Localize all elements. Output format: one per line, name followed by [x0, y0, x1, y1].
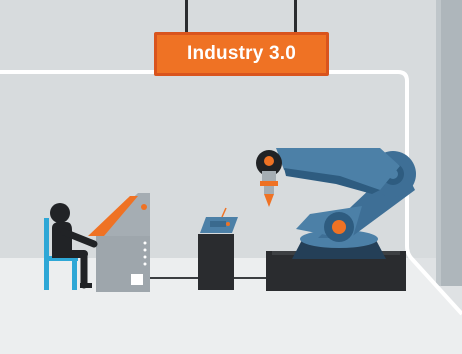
control-box: [198, 234, 234, 290]
control-antenna: [221, 207, 227, 218]
sign-hanger-left: [185, 0, 188, 34]
right-wall-edge: [436, 0, 441, 286]
chair-leg: [72, 256, 77, 290]
sign-hanger-right: [294, 0, 297, 34]
robot-shoulder-accent: [332, 220, 346, 234]
robot-upper-arm: [276, 148, 400, 190]
robot-upper-arm-shade: [284, 168, 380, 194]
robot-tool-tip: [264, 194, 274, 207]
console-dot: [143, 255, 147, 259]
chair-back: [44, 218, 49, 290]
operator-head: [50, 203, 70, 223]
console-dot: [143, 262, 147, 266]
control-led: [226, 222, 230, 226]
operator-arm: [60, 228, 98, 248]
robot-wrist-accent: [264, 156, 274, 166]
right-wall: [440, 0, 462, 286]
sign-label: Industry 3.0: [186, 43, 297, 64]
robot-tool-body: [262, 171, 276, 184]
console-indicator: [141, 204, 147, 210]
industry-sign: Industry 3.0: [154, 32, 329, 76]
robot-tool-neck: [264, 186, 274, 194]
operator-foot: [80, 283, 92, 288]
operator-console-desk: [88, 196, 138, 236]
console-square: [131, 274, 143, 285]
chair-seat: [44, 256, 78, 261]
control-screen-detail: [210, 221, 226, 227]
console-dot: [143, 241, 147, 245]
console-dot: [143, 248, 147, 252]
robot-tool-band: [260, 181, 278, 186]
